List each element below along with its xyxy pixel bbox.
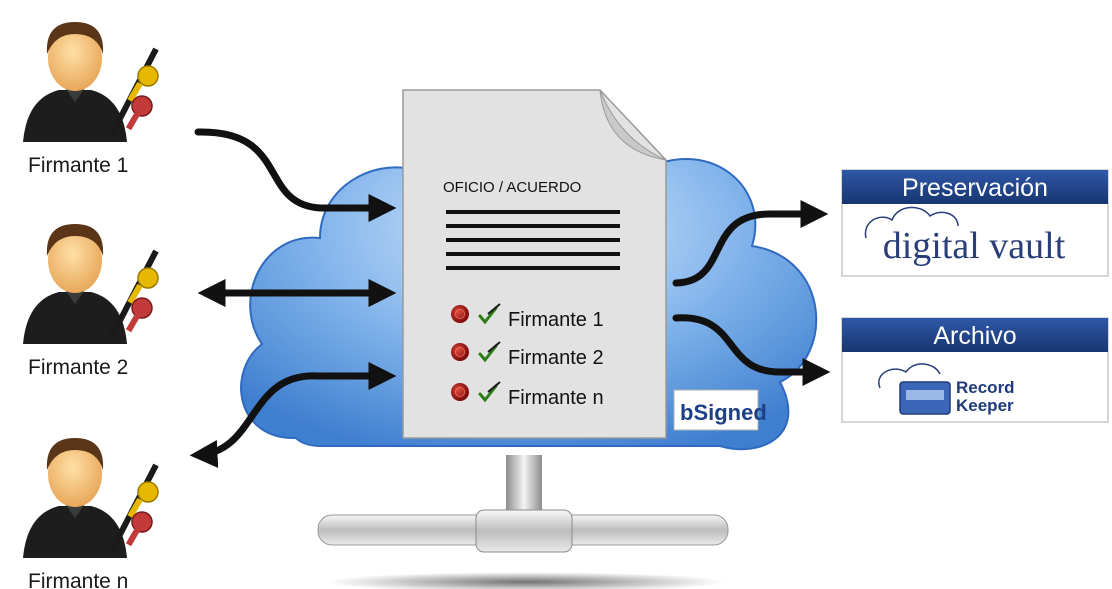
- arrow-signer1-to-document: [194, 128, 397, 222]
- arrow-to-preservation: [672, 200, 829, 287]
- wax-seal-icon: [450, 342, 470, 362]
- user-icon: [23, 438, 127, 558]
- arrow-document-signern: [189, 362, 397, 468]
- arrow-to-archive: [672, 314, 831, 386]
- folder-icon: [878, 363, 951, 415]
- server-base-icon: [317, 455, 729, 589]
- signer-1: Firmante 1: [23, 22, 158, 177]
- record-keeper-logo-line2: Keeper: [956, 396, 1014, 415]
- wax-seal-icon: [450, 382, 470, 402]
- signature-label: Firmante n: [508, 387, 604, 409]
- key-pen-icon: [112, 49, 158, 134]
- preservation-box: Preservación digital vault: [841, 169, 1109, 277]
- cloud-outline-icon: [864, 206, 959, 239]
- key-pen-icon: [112, 251, 158, 336]
- bsigned-logo-text: bSigned: [680, 400, 767, 425]
- bsigned-logo: bSigned: [673, 389, 767, 431]
- digital-vault-logo-text: digital vault: [883, 225, 1066, 267]
- user-icon: [23, 224, 127, 344]
- archive-header: Archivo: [933, 322, 1016, 350]
- user-icon: [23, 22, 127, 142]
- wax-seal-icon: [450, 304, 470, 324]
- preservation-header: Preservación: [902, 174, 1048, 202]
- signature-label: Firmante 2: [508, 347, 604, 369]
- arrows: [189, 128, 831, 468]
- document-title: OFICIO / ACUERDO: [443, 179, 581, 196]
- signature-row-1: Firmante 1: [450, 302, 604, 331]
- document-text-lines: [446, 210, 620, 270]
- signature-row-3: Firmante n: [450, 380, 604, 409]
- signer-n: Firmante n: [23, 438, 158, 589]
- signer-label: Firmante 1: [28, 154, 128, 177]
- signature-label: Firmante 1: [508, 309, 604, 331]
- signer-label: Firmante n: [28, 570, 128, 589]
- document: OFICIO / ACUERDO Firmante 1 Firmante 2 F…: [402, 89, 667, 439]
- record-keeper-logo-line1: Record: [956, 378, 1015, 397]
- signature-row-2: Firmante 2: [450, 340, 604, 369]
- archive-box: Archivo Record Keeper: [841, 317, 1109, 423]
- key-pen-icon: [112, 465, 158, 550]
- signer-2: Firmante 2: [23, 224, 158, 379]
- signer-label: Firmante 2: [28, 356, 128, 379]
